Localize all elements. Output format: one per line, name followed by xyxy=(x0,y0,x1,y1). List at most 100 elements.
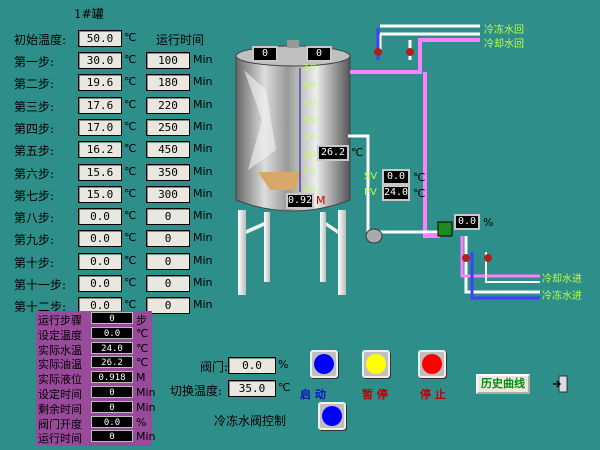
step-time-input[interactable]: 350 xyxy=(146,163,190,181)
step-temp-input[interactable]: 0.0 xyxy=(78,275,122,292)
step-label: 第十步: xyxy=(14,255,55,270)
scale-tick-label: 0.0 xyxy=(303,184,316,194)
status-label: 运行步骤 xyxy=(38,314,82,327)
status-label: 实际水温 xyxy=(38,343,82,357)
status-unit: Min xyxy=(136,400,156,414)
step-temp-unit: ℃ xyxy=(124,253,137,267)
step-temp-input[interactable]: 0.0 xyxy=(78,297,122,315)
step-temp-unit: ℃ xyxy=(124,97,137,111)
pause-button[interactable] xyxy=(362,350,390,378)
cool-return-label: 冷却水回 xyxy=(484,39,524,50)
step-temp-input[interactable]: 30.0 xyxy=(78,52,122,69)
status-unit: % xyxy=(136,415,147,429)
switch-temp-unit: ℃ xyxy=(278,381,291,394)
tank-level-display: 0.92 xyxy=(286,193,314,209)
tank-title: 1#罐 xyxy=(74,7,104,21)
step-label: 第二步: xyxy=(14,77,55,92)
stop-label: 停 止 xyxy=(420,388,446,401)
tank-liquid xyxy=(258,172,300,190)
step-label: 第九步: xyxy=(14,233,55,248)
scale-tick-label: 2.0 xyxy=(303,150,316,159)
step-time-input[interactable]: 0 xyxy=(146,297,190,315)
status-unit: ℃ xyxy=(136,341,149,355)
step-time-input[interactable]: 0 xyxy=(146,230,190,248)
step-time-input[interactable]: 100 xyxy=(146,52,190,69)
status-row: 实际水温 24.0℃ xyxy=(36,341,152,357)
pv-label: PV xyxy=(364,187,377,198)
valve-opening-display: 0.0 xyxy=(454,214,480,230)
scale-tick-label: 3.0 xyxy=(303,132,316,142)
history-curve-button[interactable]: 历史曲线 xyxy=(476,374,530,394)
status-label: 设定时间 xyxy=(38,388,82,401)
step-time-input[interactable]: 220 xyxy=(146,96,190,114)
status-unit: ℃ xyxy=(136,326,149,340)
step-time-input[interactable]: 300 xyxy=(146,185,190,203)
step-time-input[interactable]: 0 xyxy=(146,208,190,226)
status-unit: M xyxy=(136,371,146,385)
step-time-input[interactable]: 0 xyxy=(146,252,190,270)
stop-button[interactable] xyxy=(418,350,446,378)
step-label: 第七步: xyxy=(14,188,55,203)
step-label: 第三步: xyxy=(14,99,55,114)
tank-top-right-display: 0 xyxy=(306,46,332,62)
exit-icon[interactable] xyxy=(552,375,568,393)
status-label: 实际油温 xyxy=(38,358,82,372)
step-label: 第八步: xyxy=(14,211,55,226)
step-time-input[interactable]: 0 xyxy=(146,275,190,292)
start-button[interactable] xyxy=(310,350,338,378)
step-label: 第十二步: xyxy=(14,300,67,315)
oil-temp-display: 26.2 xyxy=(317,145,349,161)
start-label: 启 动 xyxy=(300,388,326,401)
cool-in-label: 冷却水进 xyxy=(542,274,582,285)
initial-temp-input[interactable]: 50.0 xyxy=(78,30,122,47)
pv-display: 24.0 xyxy=(382,185,410,201)
step-temp-input[interactable]: 15.0 xyxy=(78,185,122,203)
step-time-input[interactable]: 450 xyxy=(146,141,190,159)
switch-temp-input[interactable]: 35.0 xyxy=(228,380,276,397)
valve-input[interactable]: 0.0 xyxy=(228,357,276,374)
step-time-unit: Min xyxy=(193,209,213,223)
step-time-input[interactable]: 180 xyxy=(146,74,190,92)
freeze-valve-indicator xyxy=(322,406,342,426)
status-label: 运行时间 xyxy=(38,432,82,446)
valve-unit: % xyxy=(278,358,289,371)
status-label: 实际液位 xyxy=(38,373,82,387)
step-temp-unit: ℃ xyxy=(124,142,137,156)
status-value: 0 xyxy=(91,400,133,413)
step-temp-input[interactable]: 0.0 xyxy=(78,230,122,248)
step-temp-input[interactable]: 0.0 xyxy=(78,208,122,226)
status-value: 0.0 xyxy=(91,415,133,428)
pv-unit: ℃ xyxy=(413,187,426,200)
status-label: 设定温度 xyxy=(38,328,82,342)
tank-top-left-display: 0 xyxy=(252,46,278,62)
step-temp-input[interactable]: 15.6 xyxy=(78,163,122,181)
freeze-valve-button[interactable] xyxy=(318,402,346,430)
stop-indicator xyxy=(422,354,442,374)
status-label: 剩余时间 xyxy=(38,402,82,416)
step-time-unit: Min xyxy=(193,276,213,289)
step-time-unit: Min xyxy=(193,164,213,178)
step-time-unit: Min xyxy=(193,119,213,133)
status-value: 24.0 xyxy=(91,341,133,354)
valves xyxy=(365,48,492,262)
sv-label: SV xyxy=(364,171,378,182)
step-temp-input[interactable]: 16.2 xyxy=(78,141,122,159)
initial-temp-unit: ℃ xyxy=(124,31,137,44)
scale-tick-label: 4.0 xyxy=(303,115,316,125)
step-time-unit: Min xyxy=(193,253,213,267)
sv-display: 0.0 xyxy=(382,169,410,185)
scale-tick-label: 6.0 xyxy=(303,80,316,90)
step-time-unit: Min xyxy=(193,231,213,245)
step-temp-input[interactable]: 17.6 xyxy=(78,96,122,114)
step-temp-input[interactable]: 19.6 xyxy=(78,74,122,92)
step-temp-input[interactable]: 0.0 xyxy=(78,252,122,270)
step-temp-input[interactable]: 17.0 xyxy=(78,118,122,136)
step-time-input[interactable]: 250 xyxy=(146,118,190,136)
step-temp-unit: ℃ xyxy=(124,276,137,289)
status-value: 0 xyxy=(91,386,133,398)
switch-temp-label: 切换温度: xyxy=(170,384,223,398)
